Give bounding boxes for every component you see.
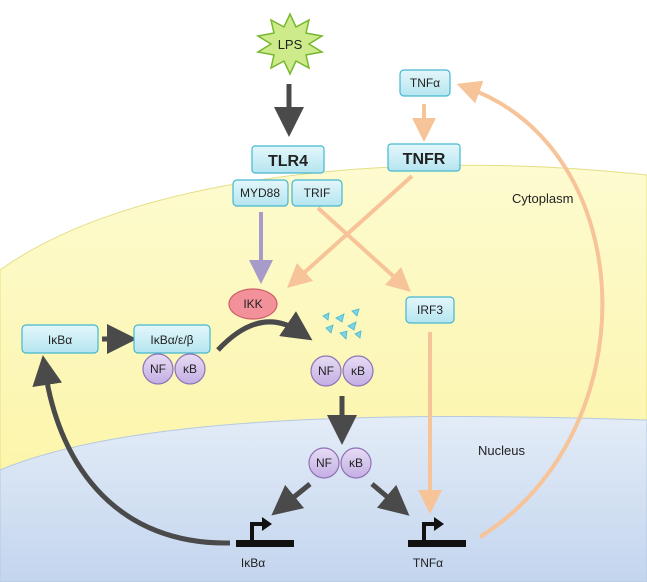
myd88-box: MYD88 xyxy=(232,179,289,207)
ikba-gene-label: IκBα xyxy=(241,556,265,570)
nucleus-label: Nucleus xyxy=(478,443,525,458)
ikk-node: IKK xyxy=(228,288,278,320)
tlr4-receptor-box: TLR4 xyxy=(251,145,325,174)
irf3-box: IRF3 xyxy=(405,296,455,324)
tnfa-protein-box: TNFα xyxy=(399,69,451,97)
ikba-protein-label: IκBα xyxy=(48,333,72,347)
arrow-nfkb-to-tnfa-gene xyxy=(370,482,410,516)
arrow-tnfr-ikk xyxy=(287,174,414,289)
tnfa-gene-label: TNFα xyxy=(413,556,443,570)
nfkb-free-dimer: NF κB xyxy=(310,355,374,387)
ikba-gene: IκBα xyxy=(236,517,294,570)
tnfa-promoter-arrow-icon xyxy=(422,522,436,540)
kb-subunit-label: κB xyxy=(351,364,365,378)
trif-label: TRIF xyxy=(304,186,331,200)
ikb-complex-label: IκBα/ε/β xyxy=(150,333,193,347)
tnfr-receptor-box: TNFR xyxy=(387,143,461,172)
ikb-complex-box: IκBα/ε/β xyxy=(133,324,211,354)
lps-node: LPS xyxy=(255,12,325,76)
lps-label: LPS xyxy=(278,37,303,52)
nucleus-region xyxy=(0,416,647,582)
nf-subunit-label: NF xyxy=(150,362,166,376)
kb-subunit-label: κB xyxy=(183,362,197,376)
ikba-promoter-arrow-icon xyxy=(250,522,264,540)
ikba-gene-bar xyxy=(236,540,294,547)
myd88-label: MYD88 xyxy=(240,186,280,200)
cytoplasm-label: Cytoplasm xyxy=(512,191,573,206)
arrow-ikk-release xyxy=(216,311,313,352)
tlr4-label: TLR4 xyxy=(268,153,308,170)
tnfa-gene: TNFα xyxy=(408,517,466,570)
trif-box: TRIF xyxy=(291,179,343,207)
nfkb-nuclear-dimer: NF κB xyxy=(308,447,372,479)
nfkb-bound-dimer: NF κB xyxy=(142,353,206,385)
arrow-tnfa-feedback xyxy=(456,80,605,539)
nf-subunit-label: NF xyxy=(318,364,334,378)
ikba-protein-box: IκBα xyxy=(21,324,99,354)
kb-subunit-label: κB xyxy=(349,456,363,470)
arrow-ikba-feedback xyxy=(32,355,231,546)
tnfr-label: TNFR xyxy=(403,151,446,168)
tnfa-gene-bar xyxy=(408,540,466,547)
irf3-label: IRF3 xyxy=(417,303,443,317)
degraded-ikb-fragments xyxy=(322,308,362,340)
ikk-label: IKK xyxy=(243,297,262,311)
nf-subunit-label: NF xyxy=(316,456,332,470)
tnfa-protein-label: TNFα xyxy=(410,76,440,90)
arrow-myd88-irf3 xyxy=(316,206,411,293)
lps-starburst-icon xyxy=(255,12,325,76)
arrow-nfkb-to-ikba-gene xyxy=(271,482,312,516)
